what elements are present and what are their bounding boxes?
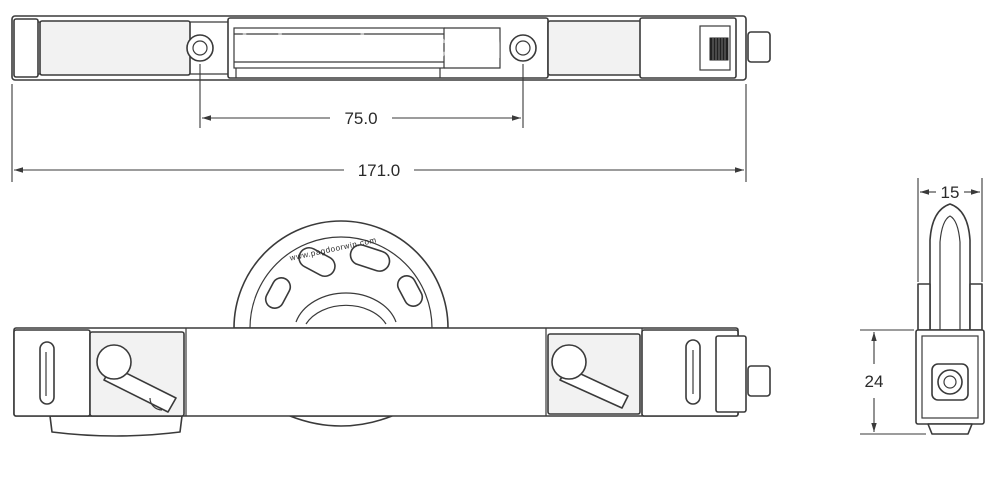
width-label: 15 xyxy=(941,183,960,202)
right-mount-hole xyxy=(509,34,537,62)
dimension-overall-length: 171.0 xyxy=(11,84,747,182)
dimension-hole-spacing: 75.0 xyxy=(199,64,524,128)
front-view: www.pagdoorwin.com xyxy=(13,220,771,437)
height-label: 24 xyxy=(865,372,884,391)
top-view: hdwindow.com xyxy=(11,15,771,81)
dimension-width: 15 xyxy=(917,178,983,282)
overall-length-label: 171.0 xyxy=(358,161,401,180)
dimension-height: 24 xyxy=(860,329,926,435)
watermark: hdwindow.com xyxy=(240,23,502,67)
side-view xyxy=(915,203,985,435)
left-mount-hole xyxy=(186,34,214,62)
hole-spacing-label: 75.0 xyxy=(344,109,377,128)
